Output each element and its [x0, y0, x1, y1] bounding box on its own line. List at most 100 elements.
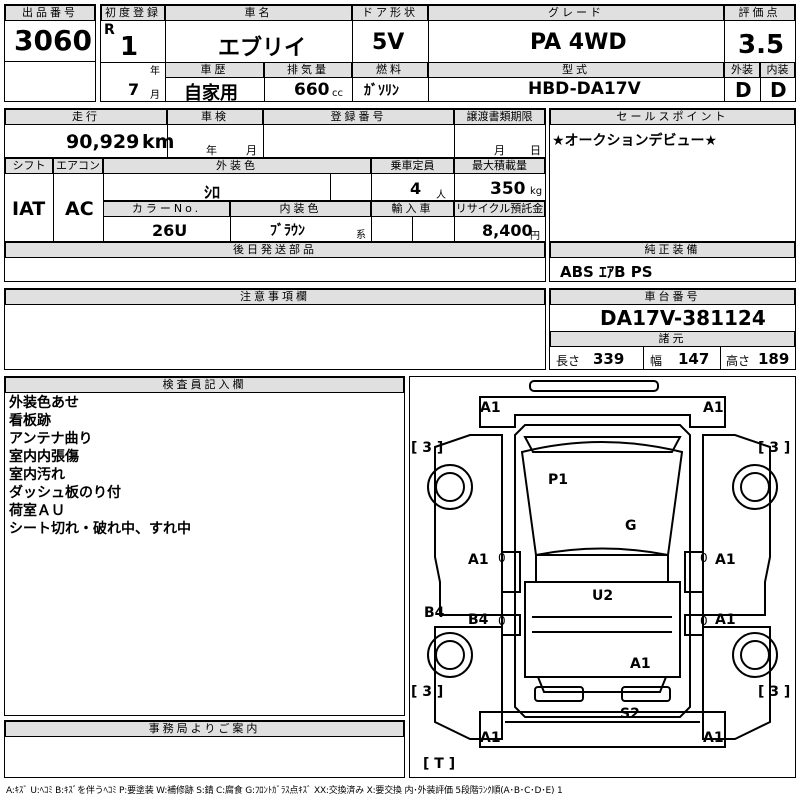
int-color: ﾌﾞﾗｳﾝ	[270, 223, 305, 239]
score-label: 評価点	[724, 5, 795, 21]
lot-number-box	[4, 4, 96, 102]
chassis-number: DA17V-381124	[600, 306, 766, 330]
svg-text:0: 0	[700, 551, 708, 565]
interior-grade: D	[770, 78, 787, 102]
mileage: 90,929	[66, 131, 140, 153]
displacement-unit: cc	[332, 88, 343, 99]
load-unit: kg	[530, 186, 543, 197]
int-color-label: 内装色	[230, 201, 371, 217]
reg-month: 7	[128, 80, 140, 99]
height: 189	[758, 350, 790, 368]
genuine-text: ABS ｴｱB PS	[560, 263, 653, 281]
recycle-label: リサイクル預託金	[454, 201, 545, 217]
ext-color: ｼﾛ	[204, 183, 221, 202]
damage-mark: [ 3 ]	[411, 440, 444, 456]
dims-label: 諸元	[550, 331, 795, 347]
load-label: 最大積載量	[454, 158, 545, 174]
first-reg-label: 初度登録	[101, 5, 165, 21]
shift-label: シフト	[5, 158, 53, 174]
chassis-box	[549, 288, 796, 370]
svg-text:0: 0	[700, 614, 708, 628]
color-no: 26U	[152, 221, 188, 240]
svg-text:0: 0	[498, 614, 506, 628]
caution-label: 注意事項欄	[5, 289, 545, 305]
header-main-box	[100, 4, 796, 102]
history-label: 車歴	[165, 62, 264, 78]
note-line: アンテナ曲り	[9, 431, 93, 447]
caution-box	[4, 288, 546, 370]
damage-mark: P1	[548, 472, 569, 488]
sales-point-text: ★オークションデビュー★	[552, 133, 718, 149]
inspector-label: 検査員記入欄	[5, 377, 404, 393]
doors: 5V	[372, 30, 405, 55]
damage-mark: [ T ]	[423, 756, 456, 772]
manual-month-unit: 月	[494, 144, 505, 157]
damage-diagram-box	[409, 376, 796, 778]
recycle: 8,400	[482, 221, 533, 240]
mileage-label: 走行	[5, 109, 167, 125]
fuel: ｶﾞｿﾘﾝ	[364, 83, 399, 99]
office-label: 事務局よりご案内	[5, 721, 404, 737]
note-line: シート切れ・破れ中、すれ中	[9, 521, 191, 537]
regno-label: 登録番号	[263, 109, 454, 125]
shift: IAT	[12, 198, 46, 220]
svg-text:0: 0	[498, 551, 506, 565]
recycle-unit: 円	[530, 231, 540, 242]
manual-label: 譲渡書類期限	[454, 109, 545, 125]
lot-number: 3060	[14, 24, 92, 57]
damage-mark: [ 3 ]	[758, 440, 791, 456]
damage-mark: G	[625, 518, 637, 534]
height-label: 高さ	[726, 354, 751, 368]
displacement: 660	[294, 80, 330, 100]
insp-month-unit: 月	[246, 144, 257, 157]
note-line: 室内汚れ	[9, 467, 65, 483]
damage-mark: A1	[480, 400, 501, 416]
office-box	[4, 720, 405, 778]
note-line: ダッシュ板のり付	[9, 485, 121, 501]
vehicle-details-box	[4, 108, 546, 282]
era: R	[104, 22, 115, 38]
manual-day-unit: 日	[530, 144, 541, 157]
mileage-unit: km	[142, 131, 175, 153]
legend: A:ｷｽﾞ U:ﾍｺﾐ B:ｷｽﾞを伴うﾍｺﾐ P:要塗装 W:補修跡 S:錆 …	[6, 786, 563, 796]
note-line: 荷室ＡＵ	[9, 503, 65, 519]
score: 3.5	[738, 30, 785, 60]
note-line: 室内内張傷	[9, 449, 79, 465]
ac-label: エアコン	[53, 158, 103, 174]
load: 350	[490, 179, 526, 199]
history: 自家用	[184, 83, 238, 104]
note-line: 外装色あせ	[9, 395, 79, 411]
length: 339	[593, 350, 625, 368]
damage-mark: A1	[703, 400, 724, 416]
inspector-box	[4, 376, 405, 716]
car-diagram: 0 0 0 0	[427, 380, 778, 748]
model-label: 型式	[428, 62, 724, 78]
ac: AC	[65, 198, 94, 220]
interior-label: 内装	[760, 62, 795, 78]
damage-mark: U2	[592, 588, 614, 604]
capacity-unit: 人	[436, 190, 446, 201]
sales-point-box	[549, 108, 796, 282]
damage-mark: A1	[630, 656, 651, 672]
damage-mark: [ 3 ]	[411, 684, 444, 700]
damage-mark: B4	[468, 612, 489, 628]
capacity: 4	[410, 179, 422, 198]
capacity-label: 乗車定員	[371, 158, 454, 174]
grade: PA 4WD	[530, 30, 627, 55]
reg-year: 1	[120, 32, 139, 62]
int-color-suffix: 系	[356, 230, 366, 241]
later-parts-label: 後日発送部品	[5, 242, 545, 258]
grade-label: グレード	[428, 5, 724, 21]
width-label: 幅	[650, 354, 663, 368]
ext-color-label: 外装色	[103, 158, 371, 174]
sales-point-label: セールスポイント	[550, 109, 795, 125]
inspector-notes: 外装色あせ 看板跡 アンテナ曲り 室内内張傷 室内汚れ ダッシュ板のり付 荷室Ａ…	[9, 394, 191, 538]
length-label: 長さ	[556, 354, 581, 368]
damage-mark: A1	[715, 612, 736, 628]
inspection-label: 車検	[167, 109, 263, 125]
damage-mark: A1	[480, 730, 501, 746]
chassis-label: 車台番号	[550, 289, 795, 305]
damage-mark: S2	[620, 706, 640, 722]
import-label: 輸入車	[371, 201, 454, 217]
car-name-label: 車名	[165, 5, 352, 21]
